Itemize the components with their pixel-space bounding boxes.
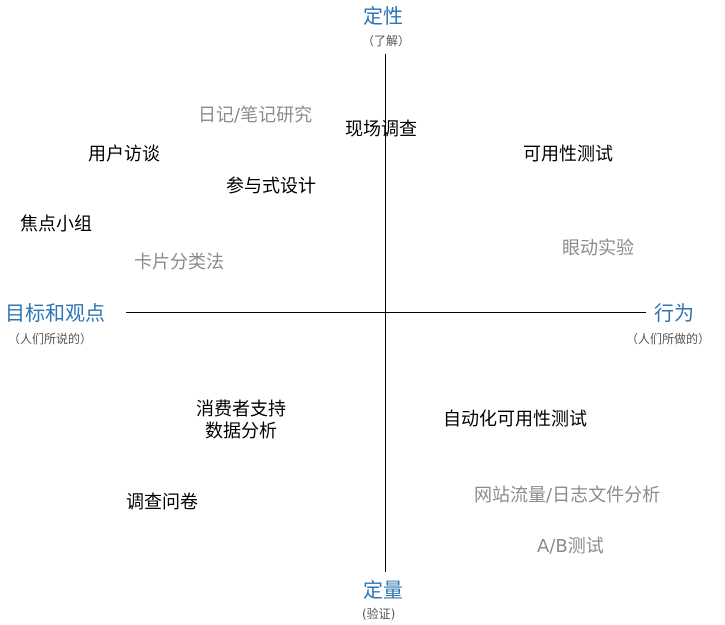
- method-diary-study: 日记/笔记研究: [198, 105, 313, 126]
- axis-top-title: 定性: [363, 4, 403, 28]
- method-web-analytics: 网站流量/日志文件分析: [474, 485, 661, 506]
- method-automated-usability-test: 自动化可用性测试: [443, 409, 587, 430]
- axis-left-subtitle: （人们所说的）: [8, 332, 93, 346]
- method-customer-support-line-1: 消费者支持: [196, 399, 286, 420]
- method-participatory-design: 参与式设计: [226, 176, 316, 197]
- axis-bottom-title: 定量: [363, 578, 403, 602]
- method-field-study: 现场调查: [345, 119, 417, 140]
- axis-top-subtitle: （了解）: [362, 34, 411, 48]
- axis-bottom-subtitle: (验证): [362, 607, 396, 621]
- vertical-axis: [385, 54, 386, 572]
- method-survey: 调查问卷: [126, 492, 198, 513]
- method-card-sorting: 卡片分类法: [134, 252, 224, 273]
- axis-left-title: 目标和观点: [5, 301, 105, 325]
- method-eye-tracking: 眼动实验: [562, 238, 634, 259]
- method-customer-support-line-2: 数据分析: [205, 421, 277, 442]
- method-usability-test: 可用性测试: [523, 144, 613, 165]
- method-user-interview: 用户访谈: [88, 144, 160, 165]
- method-focus-group: 焦点小组: [20, 214, 92, 235]
- method-customer-support-analysis: 消费者支持 数据分析: [196, 399, 286, 443]
- method-ab-test: A/B测试: [537, 536, 604, 557]
- horizontal-axis: [126, 312, 646, 313]
- axis-right-title: 行为: [654, 301, 694, 325]
- axis-right-subtitle: （人们所做的）: [626, 332, 711, 346]
